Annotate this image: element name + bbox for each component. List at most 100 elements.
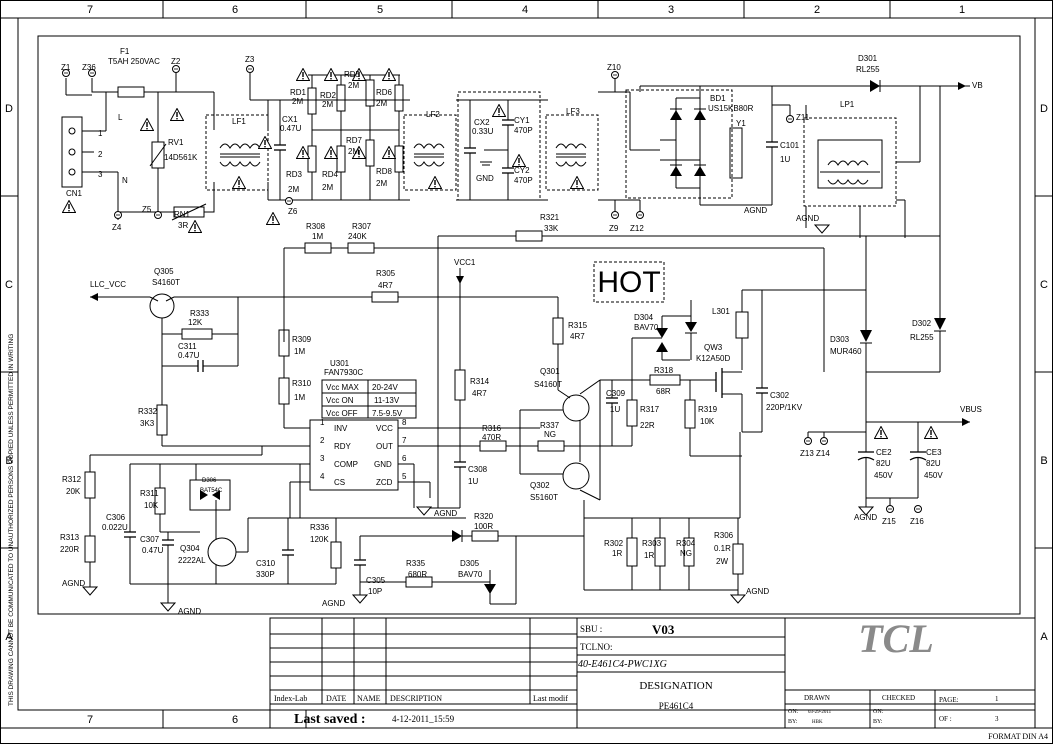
warning-icon <box>382 146 396 159</box>
label-z2: Z2 <box>171 57 181 66</box>
label-z5: Z5 <box>142 205 152 214</box>
label-c311: C311 <box>178 342 197 351</box>
label-z15: Z15 <box>882 517 896 526</box>
label-pin-out: OUT <box>376 442 393 451</box>
label-z4: Z4 <box>112 223 122 232</box>
fuse-f1 <box>117 86 145 98</box>
label-c302: C302 <box>770 391 790 400</box>
label-r318: R318 <box>654 366 674 375</box>
label-d303: D303 <box>830 335 850 344</box>
label-q301-value: S4160T <box>534 380 562 389</box>
checked-label: CHECKED <box>882 694 915 702</box>
label-n: N <box>122 176 128 185</box>
label-agnd: AGND <box>744 206 767 215</box>
label-r316: R316 <box>482 424 502 433</box>
label-ce3-value: 82U <box>926 459 941 468</box>
col-label: 5 <box>377 4 383 16</box>
designation-label: DESIGNATION <box>639 680 712 692</box>
label-vcc-max-value: 20-24V <box>372 383 398 392</box>
label-c307: C307 <box>140 535 160 544</box>
label-r320: R320 <box>474 512 494 521</box>
label-r311-value: 10K <box>144 501 159 510</box>
ic-u301 <box>309 419 399 491</box>
label-vcc-on: Vcc ON <box>326 396 354 405</box>
column-labels-bottom: 7 6 <box>87 714 238 726</box>
label-agnd: AGND <box>322 599 345 608</box>
inductor-l301 <box>735 311 749 339</box>
label-cy1-value: 470P <box>514 126 533 135</box>
label-r315: R315 <box>568 321 588 330</box>
label-c307-value: 0.47U <box>142 546 164 555</box>
warning-icons <box>62 68 938 439</box>
of-label: OF : <box>939 715 952 723</box>
label-cn1: CN1 <box>66 189 83 198</box>
label-pin-num: 5 <box>402 472 407 481</box>
label-pin-num: 6 <box>402 454 407 463</box>
label-r333: R333 <box>190 309 210 318</box>
label-pin-num: 8 <box>402 418 407 427</box>
format-label: FORMAT DIN A4 <box>988 732 1048 741</box>
label-r309: R309 <box>292 335 312 344</box>
label-z13: Z13 <box>800 449 814 458</box>
warning-icon <box>188 220 202 233</box>
last-saved-label: Last saved : <box>294 712 366 727</box>
transistor-q302 <box>562 462 590 490</box>
label-agnd: AGND <box>796 214 819 223</box>
warning-icon <box>570 176 584 189</box>
label-r304: R304 <box>676 539 696 548</box>
last-saved-value: 4-12-2011_15:59 <box>392 714 455 724</box>
label-pin: 1 <box>98 129 103 138</box>
label-ce3: CE3 <box>926 448 942 457</box>
label-pin-num: 2 <box>320 436 325 445</box>
label-vb: VB <box>972 81 983 90</box>
checked-by-label: BY: <box>873 719 883 725</box>
component-labels: Z1 Z36 F1 T5AH 250VAC Z2 L N CN1 1 2 3 R… <box>60 47 983 616</box>
label-bd1: BD1 <box>710 94 726 103</box>
col-label: 1 <box>959 4 965 16</box>
circuit-frame <box>37 35 1021 615</box>
by-label: BY: <box>788 719 798 725</box>
label-llc-vcc: LLC_VCC <box>90 280 126 289</box>
label-u301: U301 <box>330 359 350 368</box>
warning-icon <box>62 200 76 213</box>
label-r311: R311 <box>140 489 159 498</box>
row-label: B <box>5 455 12 467</box>
label-q305: Q305 <box>154 267 174 276</box>
of-value: 3 <box>995 715 999 723</box>
label-agnd: AGND <box>854 513 877 522</box>
title-block <box>269 617 1053 729</box>
label-rn1: RN1 <box>174 210 191 219</box>
label-z6: Z6 <box>288 207 298 216</box>
label-c309-value: 1U <box>610 405 620 414</box>
label-cx2-value: 0.33U <box>472 127 494 136</box>
tclno-value: 40-E461C4-PWC1XG <box>578 659 667 670</box>
row-label: A <box>1040 631 1048 643</box>
on-label: ON: <box>788 709 799 715</box>
label-cy2-value: 470P <box>514 176 533 185</box>
label-rv1-value: 14D561K <box>164 153 198 162</box>
label-c310: C310 <box>256 559 276 568</box>
warning-icon <box>296 68 310 81</box>
col-label: 6 <box>232 4 238 16</box>
label-vbus: VBUS <box>960 405 982 414</box>
warning-icon <box>492 104 506 117</box>
label-r320-value: 100R <box>474 522 493 531</box>
ground-symbols <box>82 224 874 612</box>
label-r303-value: 1R <box>644 551 654 560</box>
label-r307: R307 <box>352 222 372 231</box>
label-r312-value: 20K <box>66 487 81 496</box>
label-c101: C101 <box>780 141 800 150</box>
label-r305-value: 4R7 <box>378 281 393 290</box>
label-d305-value: BAV70 <box>458 570 483 579</box>
label-d301: D301 <box>858 54 878 63</box>
ic-u301-voltage-table <box>321 379 417 419</box>
label-rd4-value: 2M <box>322 183 333 192</box>
label-d302-value: RL255 <box>910 333 934 342</box>
label-r314-value: 4R7 <box>472 389 487 398</box>
label-rd1-value: 2M <box>292 97 303 106</box>
index-lab-label: Index-Lab <box>274 694 307 703</box>
col-label: 4 <box>522 4 528 16</box>
label-cx2: CX2 <box>474 118 490 127</box>
label-pin-comp: COMP <box>334 460 358 469</box>
label-r319-value: 10K <box>700 417 715 426</box>
